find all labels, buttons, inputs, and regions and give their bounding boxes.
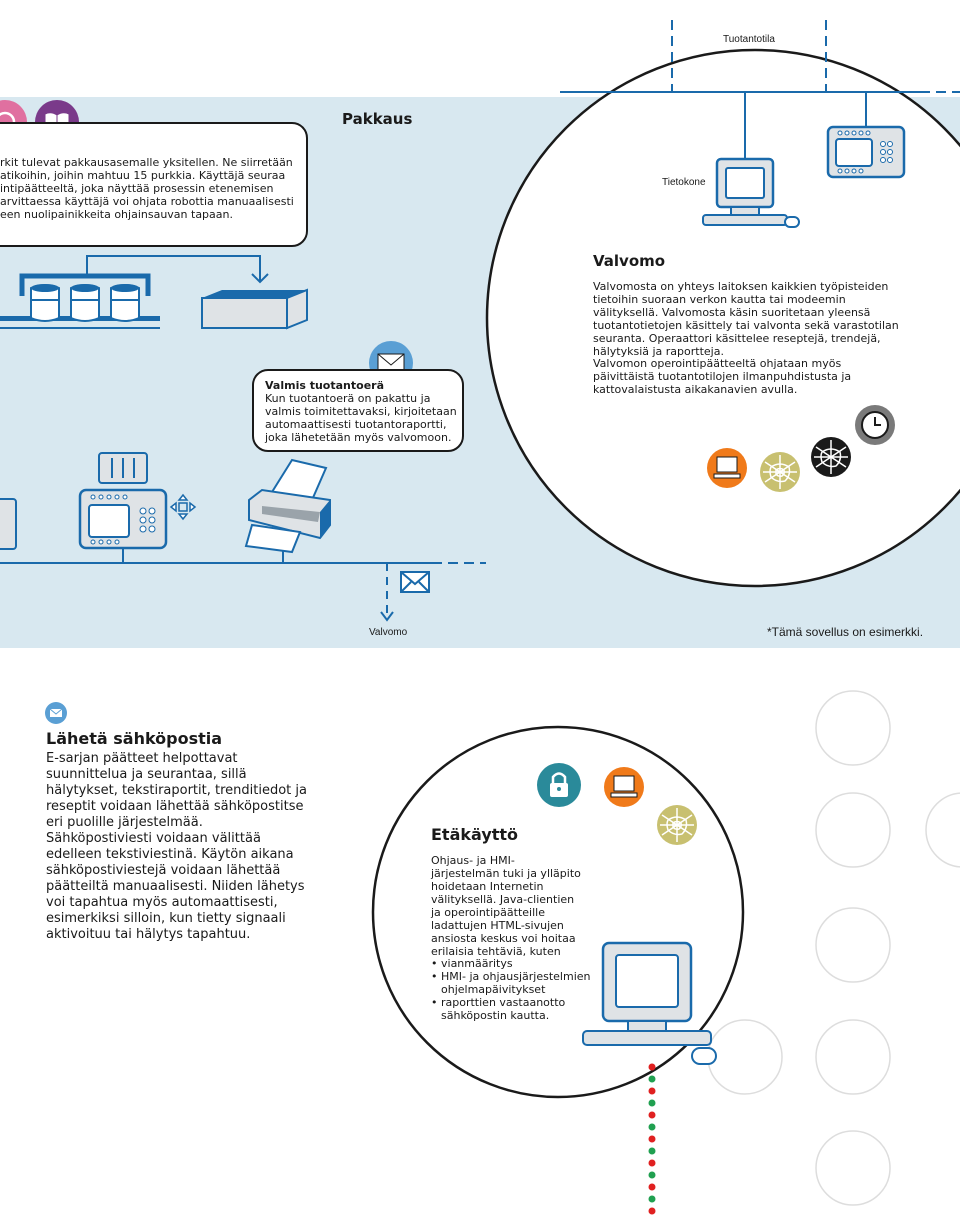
spider-web-icon [811,437,851,477]
intro-callout: rkit tulevat pakkausasemalle yksitellen.… [0,122,308,247]
joystick-icon [98,452,148,484]
list-item: raporttien vastaanotto sähköpostin kautt… [441,996,601,1022]
list-item: vianmääritys [441,957,601,970]
connection-dot [648,1087,656,1095]
remote-title: Etäkäyttö [431,825,519,844]
spider-web-icon [759,451,801,493]
connection-dot [648,1171,656,1179]
packaging-box-icon [201,288,308,330]
valvomo-label: Valvomo [369,627,408,638]
clock-icon [855,405,895,445]
connection-dot [648,1063,656,1071]
batch-title: Valmis tuotantoerä [265,379,384,392]
connection-dot [648,1159,656,1167]
lock-icon [537,763,581,807]
production-area-label: Tuotantotila [723,34,775,45]
arrow-keys-icon [169,493,197,521]
control-terminal-icon [78,488,168,550]
connection-dot [648,1099,656,1107]
valvomo-text-2: Valvomon operointipäätteeltä ohjataan my… [593,357,852,396]
computer-icon [582,941,717,1065]
example-note: *Tämä sovellus on esimerkki. [767,625,924,639]
packaging-robot-icon [0,273,160,329]
list-item: HMI- ja ohjausjärjestelmien ohjelmapäivi… [441,970,601,996]
computer-icon [706,447,748,489]
batch-text: Kun tuotantoerä on pakattu ja valmis toi… [265,392,457,444]
operator-terminal-icon [826,125,906,179]
packaging-title: Pakkaus [342,110,413,128]
connection-dot [648,1075,656,1083]
connection-dot [648,1135,656,1143]
valvomo-text-1: Valvomosta on yhteys laitoksen kaikkien … [593,280,899,358]
email-title: Lähetä sähköpostia [46,729,223,748]
computer-icon [603,766,645,808]
email-icon [400,571,430,593]
connection-dot [648,1183,656,1191]
batch-callout: Valmis tuotantoerä Kun tuotantoerä on pa… [252,369,464,452]
computer-label: Tietokone [662,177,706,188]
valvomo-title: Valvomo [593,252,666,270]
connection-dot [648,1195,656,1203]
remote-list: vianmääritys HMI- ja ohjausjärjestelmien… [431,957,601,1022]
connection-dot [648,1123,656,1131]
spider-web-icon [656,804,698,846]
connection-dot [648,1207,656,1215]
intro-text: rkit tulevat pakkausasemalle yksitellen.… [0,156,294,221]
connection-dot [648,1111,656,1119]
email-icon [45,702,67,724]
remote-text: Ohjaus- ja HMI-järjestelmän tuki ja yllä… [431,854,581,958]
connection-dot [648,1147,656,1155]
email-text: E-sarjan päätteet helpottavat suunnittel… [46,751,307,942]
printer-icon [244,458,331,554]
